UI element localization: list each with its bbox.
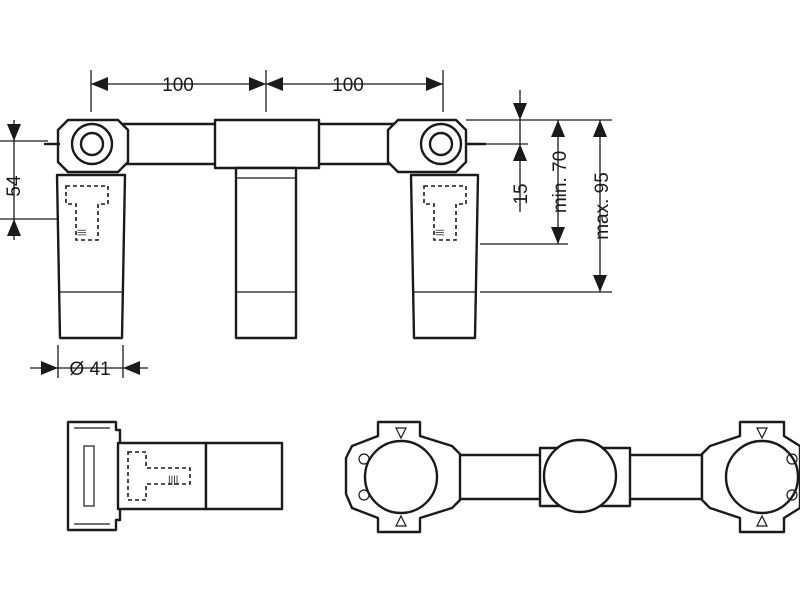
dim-height-54: 54: [4, 175, 25, 197]
dimension-labels: 100 100 54 15 min. 70 max. 95 Ø 41: [4, 75, 613, 380]
dim-diameter-41: Ø 41: [69, 359, 110, 380]
center-outlet: [234, 166, 298, 340]
dim-spacing-left: 100: [162, 75, 194, 96]
left-port-inner: [79, 131, 105, 157]
side-body: [116, 441, 208, 511]
front-view: ||| |||: [44, 118, 486, 340]
left-hatch-mark: |||: [76, 229, 86, 236]
top-left-port: [363, 439, 439, 515]
right-hatch-mark: |||: [434, 229, 444, 236]
dim-spacing-right: 100: [332, 75, 364, 96]
left-cartridge-outline: [65, 185, 109, 241]
top-pipe-right: [620, 453, 704, 501]
side-outlet: [204, 441, 284, 511]
side-cartridge-outline: [127, 451, 191, 501]
top-right-port: [724, 439, 800, 515]
top-center-hub: [542, 438, 618, 514]
left-valve-body: [55, 173, 127, 340]
dim-offset-15: 15: [511, 183, 532, 204]
right-port-inner: [428, 131, 454, 157]
top-view: [344, 420, 800, 534]
side-hatch-mark: ||||: [168, 475, 178, 486]
right-cartridge-outline: [423, 185, 467, 241]
dim-min-70: min. 70: [550, 151, 571, 213]
dim-max-95: max. 95: [592, 172, 613, 240]
top-pipe-left: [448, 453, 552, 501]
dimension-lines: [0, 70, 612, 378]
right-valve-body: [409, 173, 480, 340]
center-tee-body: [213, 118, 321, 170]
side-view: ||||: [66, 420, 284, 532]
